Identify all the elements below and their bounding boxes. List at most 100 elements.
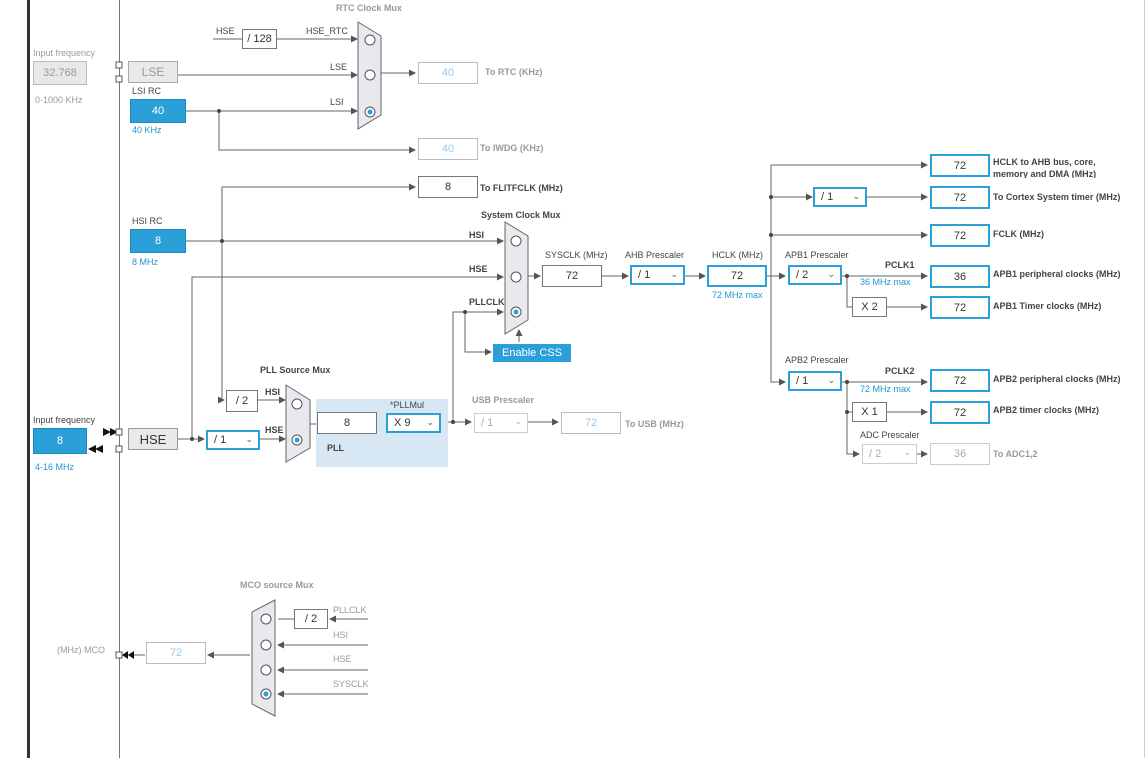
- chevron-down-icon: ⌄: [670, 269, 678, 279]
- pll-mul-label: *PLLMul: [390, 400, 425, 410]
- right-border: [1144, 0, 1145, 758]
- pclk1-label: PCLK1: [885, 260, 915, 270]
- ahb-prescaler-select[interactable]: / 1 ⌄: [630, 265, 685, 285]
- hsi-rc-block[interactable]: 8: [130, 229, 186, 253]
- chevron-down-icon: ⌄: [426, 417, 434, 427]
- chevron-down-icon: ⌄: [827, 269, 835, 279]
- apb1-prescaler-label: APB1 Prescaler: [785, 250, 849, 260]
- pllsrc-hse-label: HSE: [265, 425, 284, 435]
- hclk-input[interactable]: 72: [707, 265, 767, 287]
- usb-output-value: 72: [561, 412, 621, 434]
- apb1-peripheral-label: APB1 peripheral clocks (MHz): [993, 269, 1121, 279]
- apb1-peripheral-output[interactable]: 36: [930, 265, 990, 288]
- rtc-lsi-label: LSI: [330, 97, 344, 107]
- pllsrc-hsi-label: HSI: [265, 387, 281, 397]
- hse-prediv-select[interactable]: / 1⌄: [206, 430, 260, 450]
- adc-prescaler-value: / 2: [869, 448, 882, 460]
- fclk-label: FCLK (MHz): [993, 229, 1044, 239]
- fclk-output[interactable]: 72: [930, 224, 990, 247]
- hsi-div2-box: / 2: [226, 390, 258, 412]
- apb1-prescaler-select[interactable]: / 2 ⌄: [788, 265, 842, 285]
- pll-input-value: 8: [317, 412, 377, 434]
- hse-frequency-input[interactable]: 8: [33, 428, 87, 454]
- apb1-timer-multiplier: X 2: [852, 297, 887, 317]
- mco-hse-label: HSE: [333, 654, 352, 664]
- mco-pllclk-label: PLLCLK: [333, 605, 367, 615]
- sysclk-value: 72: [542, 265, 602, 287]
- ahb-prescaler-value: / 1: [638, 269, 651, 281]
- apb2-timer-output[interactable]: 72: [930, 401, 990, 424]
- hsi-rc-title: HSI RC: [132, 216, 163, 226]
- hclk-max-label: 72 MHz max: [712, 290, 763, 300]
- apb2-timer-multiplier: X 1: [852, 402, 887, 422]
- lse-input-range: 0-1000 KHz: [35, 95, 83, 105]
- hse-input-title: Input frequency: [33, 415, 96, 425]
- lse-frequency-input[interactable]: 32.768: [33, 61, 87, 85]
- input-bus-line: [119, 0, 120, 758]
- apb2-timer-label: APB2 timer clocks (MHz): [993, 405, 1100, 415]
- cortex-timer-label: To Cortex System timer (MHz): [993, 192, 1121, 202]
- adc-prescaler-label: ADC Prescaler: [860, 430, 920, 440]
- lsi-rc-block[interactable]: 40: [130, 99, 186, 123]
- sysmux-hse-label: HSE: [469, 264, 488, 274]
- pclk2-max-label: 72 MHz max: [860, 384, 911, 394]
- sysmux-hsi-label: HSI: [469, 230, 485, 240]
- rtc-hse-label: HSE: [216, 26, 235, 36]
- frame-border: [27, 0, 30, 758]
- cortex-timer-prescaler-select[interactable]: / 1⌄: [813, 187, 867, 207]
- cortex-timer-output[interactable]: 72: [930, 186, 990, 209]
- lse-block[interactable]: LSE: [128, 61, 178, 83]
- lsi-freq-label: 40 KHz: [132, 125, 162, 135]
- pll-mul-value: X 9: [394, 417, 411, 429]
- chevron-down-icon: ⌄: [514, 416, 522, 426]
- hclk-ahb-label: HCLK to AHB bus, core,: [993, 157, 1096, 167]
- rtc-output-label: To RTC (KHz): [485, 67, 543, 77]
- adc-prescaler-select[interactable]: / 2 ⌄: [862, 444, 917, 464]
- mco-pllclk-div2-box: / 2: [294, 609, 328, 629]
- sysclk-label: SYSCLK (MHz): [545, 250, 608, 260]
- hse-div128-box: / 128: [242, 29, 277, 49]
- apb2-peripheral-label: APB2 peripheral clocks (MHz): [993, 374, 1121, 384]
- hclk-ahb-output[interactable]: 72: [930, 154, 990, 177]
- mco-hsi-label: HSI: [333, 630, 349, 640]
- hclk-ahb-label-line2: memory and DMA (MHz): [993, 169, 1097, 178]
- chevron-down-icon: ⌄: [827, 375, 835, 385]
- apb2-prescaler-select[interactable]: / 1 ⌄: [788, 371, 842, 391]
- adc-output-label: To ADC1,2: [993, 449, 1038, 459]
- lsi-rc-title: LSI RC: [132, 86, 162, 96]
- sysmux-pllclk-label: PLLCLK: [469, 297, 505, 307]
- cortex-timer-prescaler-value: / 1: [821, 191, 834, 203]
- flitfclk-output-value: 8: [418, 176, 478, 198]
- usb-output-label: To USB (MHz): [625, 419, 684, 429]
- usb-prescaler-label: USB Prescaler: [472, 395, 535, 405]
- system-clock-mux-title: System Clock Mux: [481, 210, 561, 220]
- hse-prediv-value: / 1: [214, 434, 227, 446]
- usb-prescaler-select[interactable]: / 1⌄: [474, 413, 528, 433]
- mco-label: (MHz) MCO: [57, 645, 105, 655]
- apb2-prescaler-value: / 1: [796, 375, 809, 387]
- apb2-prescaler-label: APB2 Prescaler: [785, 355, 849, 365]
- apb1-timer-label: APB1 Timer clocks (MHz): [993, 301, 1102, 311]
- hclk-label: HCLK (MHz): [712, 250, 763, 260]
- lse-input-title: Input frequency: [33, 48, 96, 58]
- rtc-mux-title: RTC Clock Mux: [336, 3, 403, 13]
- hse-block[interactable]: HSE: [128, 428, 178, 450]
- iwdg-output-label: To IWDG (KHz): [480, 143, 544, 153]
- apb1-timer-output[interactable]: 72: [930, 296, 990, 319]
- hsi-freq-label: 8 MHz: [132, 257, 159, 267]
- pll-label: PLL: [327, 443, 344, 453]
- chevron-down-icon: ⌄: [903, 447, 911, 457]
- apb1-prescaler-value: / 2: [796, 269, 809, 281]
- mco-sysclk-label: SYSCLK: [333, 679, 369, 689]
- pclk2-label: PCLK2: [885, 366, 915, 376]
- ahb-prescaler-label: AHB Prescaler: [625, 250, 685, 260]
- apb2-peripheral-output[interactable]: 72: [930, 369, 990, 392]
- enable-css-button[interactable]: Enable CSS: [493, 344, 571, 362]
- hse-rtc-label: HSE_RTC: [306, 26, 348, 36]
- pll-mul-select[interactable]: X 9 ⌄: [386, 413, 441, 433]
- pll-source-mux-title: PLL Source Mux: [260, 365, 331, 375]
- pclk1-max-label: 36 MHz max: [860, 277, 911, 287]
- mco-output-value: 72: [146, 642, 206, 664]
- flitfclk-output-label: To FLITFCLK (MHz): [480, 183, 563, 193]
